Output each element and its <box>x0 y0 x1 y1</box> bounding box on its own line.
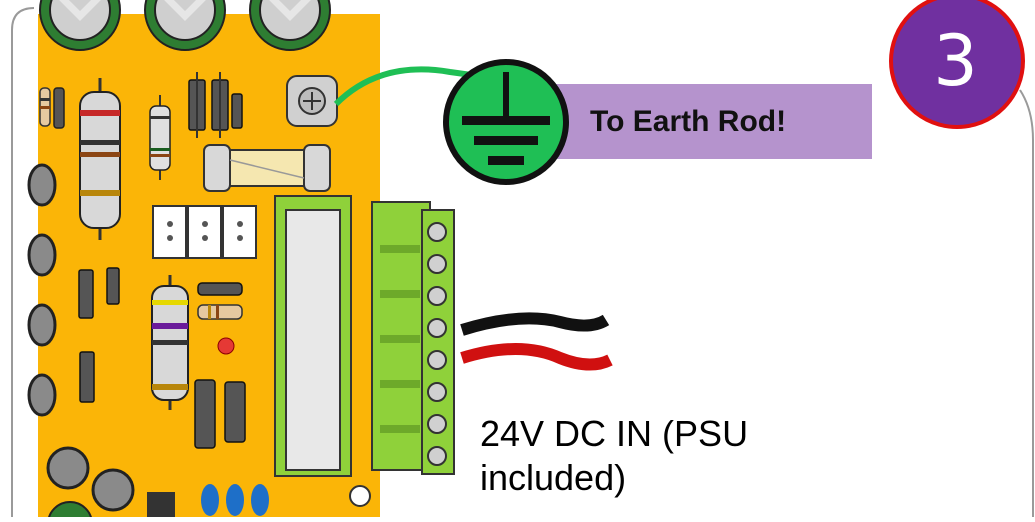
frame-left-edge <box>11 7 35 517</box>
header-connectors <box>152 205 257 259</box>
frame-right-edge <box>1019 89 1034 517</box>
diodes <box>188 72 243 138</box>
power-label-line2: included) <box>480 457 627 498</box>
striped-resistor <box>149 95 171 180</box>
edge-pads <box>27 163 135 522</box>
small-components <box>78 267 246 449</box>
earth-ground-icon <box>443 59 569 185</box>
negative-wire <box>460 312 610 336</box>
top-capacitors <box>39 0 331 51</box>
positive-wire <box>460 343 613 371</box>
power-terminal-block <box>371 201 455 475</box>
earth-rod-label: To Earth Rod! <box>590 105 787 138</box>
step-number: 3 <box>933 20 978 102</box>
power-label-line1: 24V DC IN (PSU <box>480 413 749 454</box>
circuit-board <box>27 0 380 522</box>
small-resistor <box>39 87 65 129</box>
power-resistor <box>79 78 121 240</box>
step-badge-circle <box>889 0 1025 129</box>
earth-screw-terminal <box>286 75 338 127</box>
power-resistor-2 <box>151 275 189 410</box>
power-input-label: 24V DC IN (PSU included) <box>480 412 860 500</box>
relay-block <box>274 195 352 477</box>
fuse <box>203 144 331 192</box>
